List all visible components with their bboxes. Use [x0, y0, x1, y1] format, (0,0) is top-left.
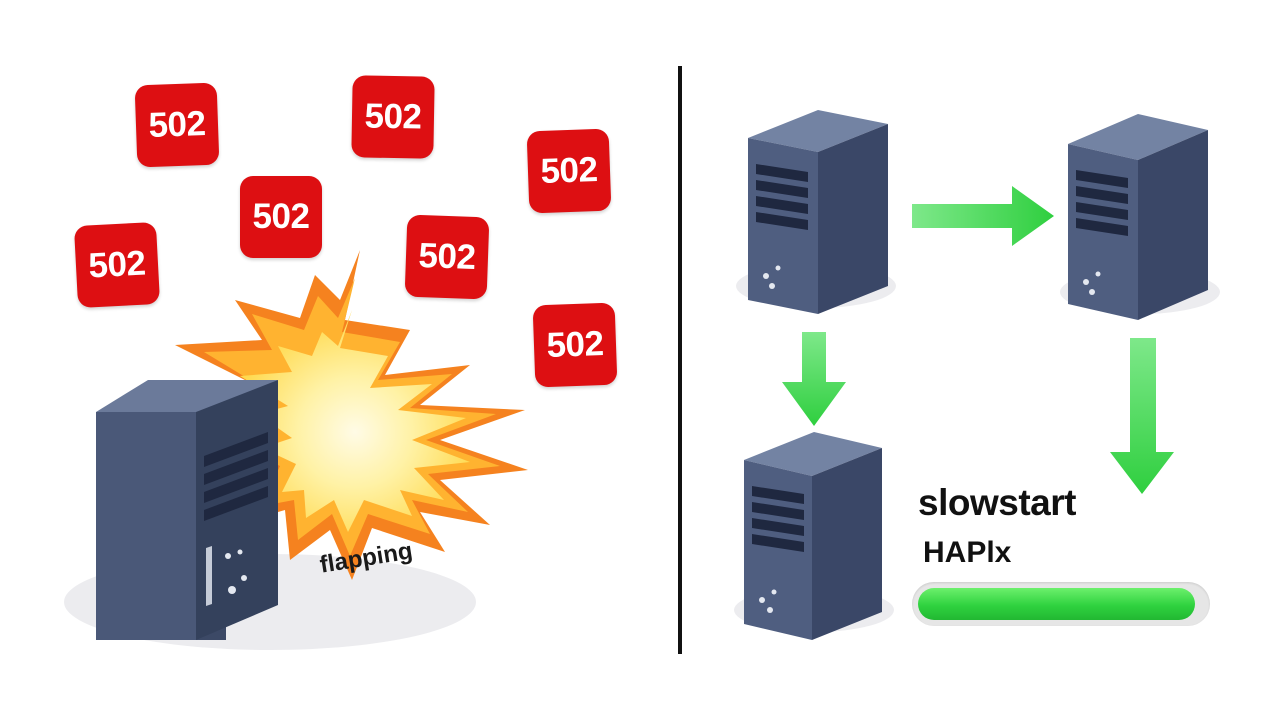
error-badge-text: 502: [417, 236, 477, 277]
error-badge: 502: [404, 214, 490, 300]
error-badge-text: 502: [539, 150, 599, 191]
haplx-subtitle: HAPlx: [923, 536, 1012, 569]
error-badge: 502: [532, 302, 618, 388]
slowstart-progress-fill: [918, 588, 1195, 620]
backend-server-b-icon: [1068, 114, 1208, 320]
error-badge: 502: [240, 176, 322, 258]
slowstart-title: slowstart: [918, 482, 1076, 523]
error-badge: 502: [351, 75, 435, 159]
error-badge: 502: [526, 128, 612, 214]
error-badge-text: 502: [252, 197, 310, 236]
arrow-right-icon: [912, 186, 1054, 246]
backend-server-c-icon: [744, 432, 882, 640]
error-badge: 502: [134, 82, 220, 168]
arrow-down-left-icon: [782, 332, 846, 426]
error-badge-text: 502: [87, 243, 147, 286]
error-badge: 502: [73, 221, 161, 309]
error-badge-text: 502: [364, 96, 422, 137]
error-badge-text: 502: [545, 324, 605, 365]
error-badge-text: 502: [147, 104, 207, 145]
failing-server-icon: [96, 380, 278, 640]
slowstart-progress-bar: [912, 582, 1210, 626]
arrow-down-right-icon: [1110, 338, 1174, 494]
backend-server-a-icon: [748, 110, 888, 314]
